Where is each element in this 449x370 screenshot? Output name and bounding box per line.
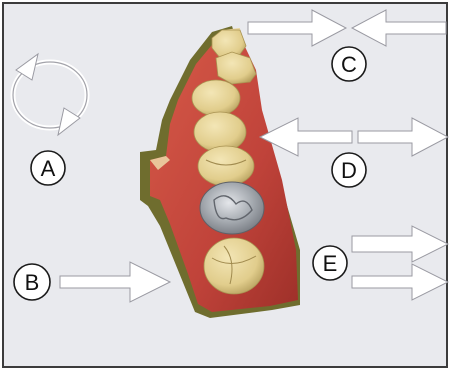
tooth-molar-1 <box>198 146 254 186</box>
callout-e: E <box>313 246 347 280</box>
callout-b: B <box>14 264 50 300</box>
callout-c: C <box>332 47 366 81</box>
tooth-molar-2 <box>204 238 264 294</box>
label-b: B <box>25 270 40 295</box>
callout-d: D <box>332 153 366 187</box>
tooth-premolar-1 <box>192 80 240 116</box>
callout-a: A <box>31 151 65 185</box>
metal-crown <box>200 182 264 234</box>
label-c: C <box>341 52 357 77</box>
label-e: E <box>323 251 338 276</box>
label-d: D <box>341 158 357 183</box>
label-a: A <box>41 156 56 181</box>
tooth-premolar-2 <box>194 112 246 152</box>
